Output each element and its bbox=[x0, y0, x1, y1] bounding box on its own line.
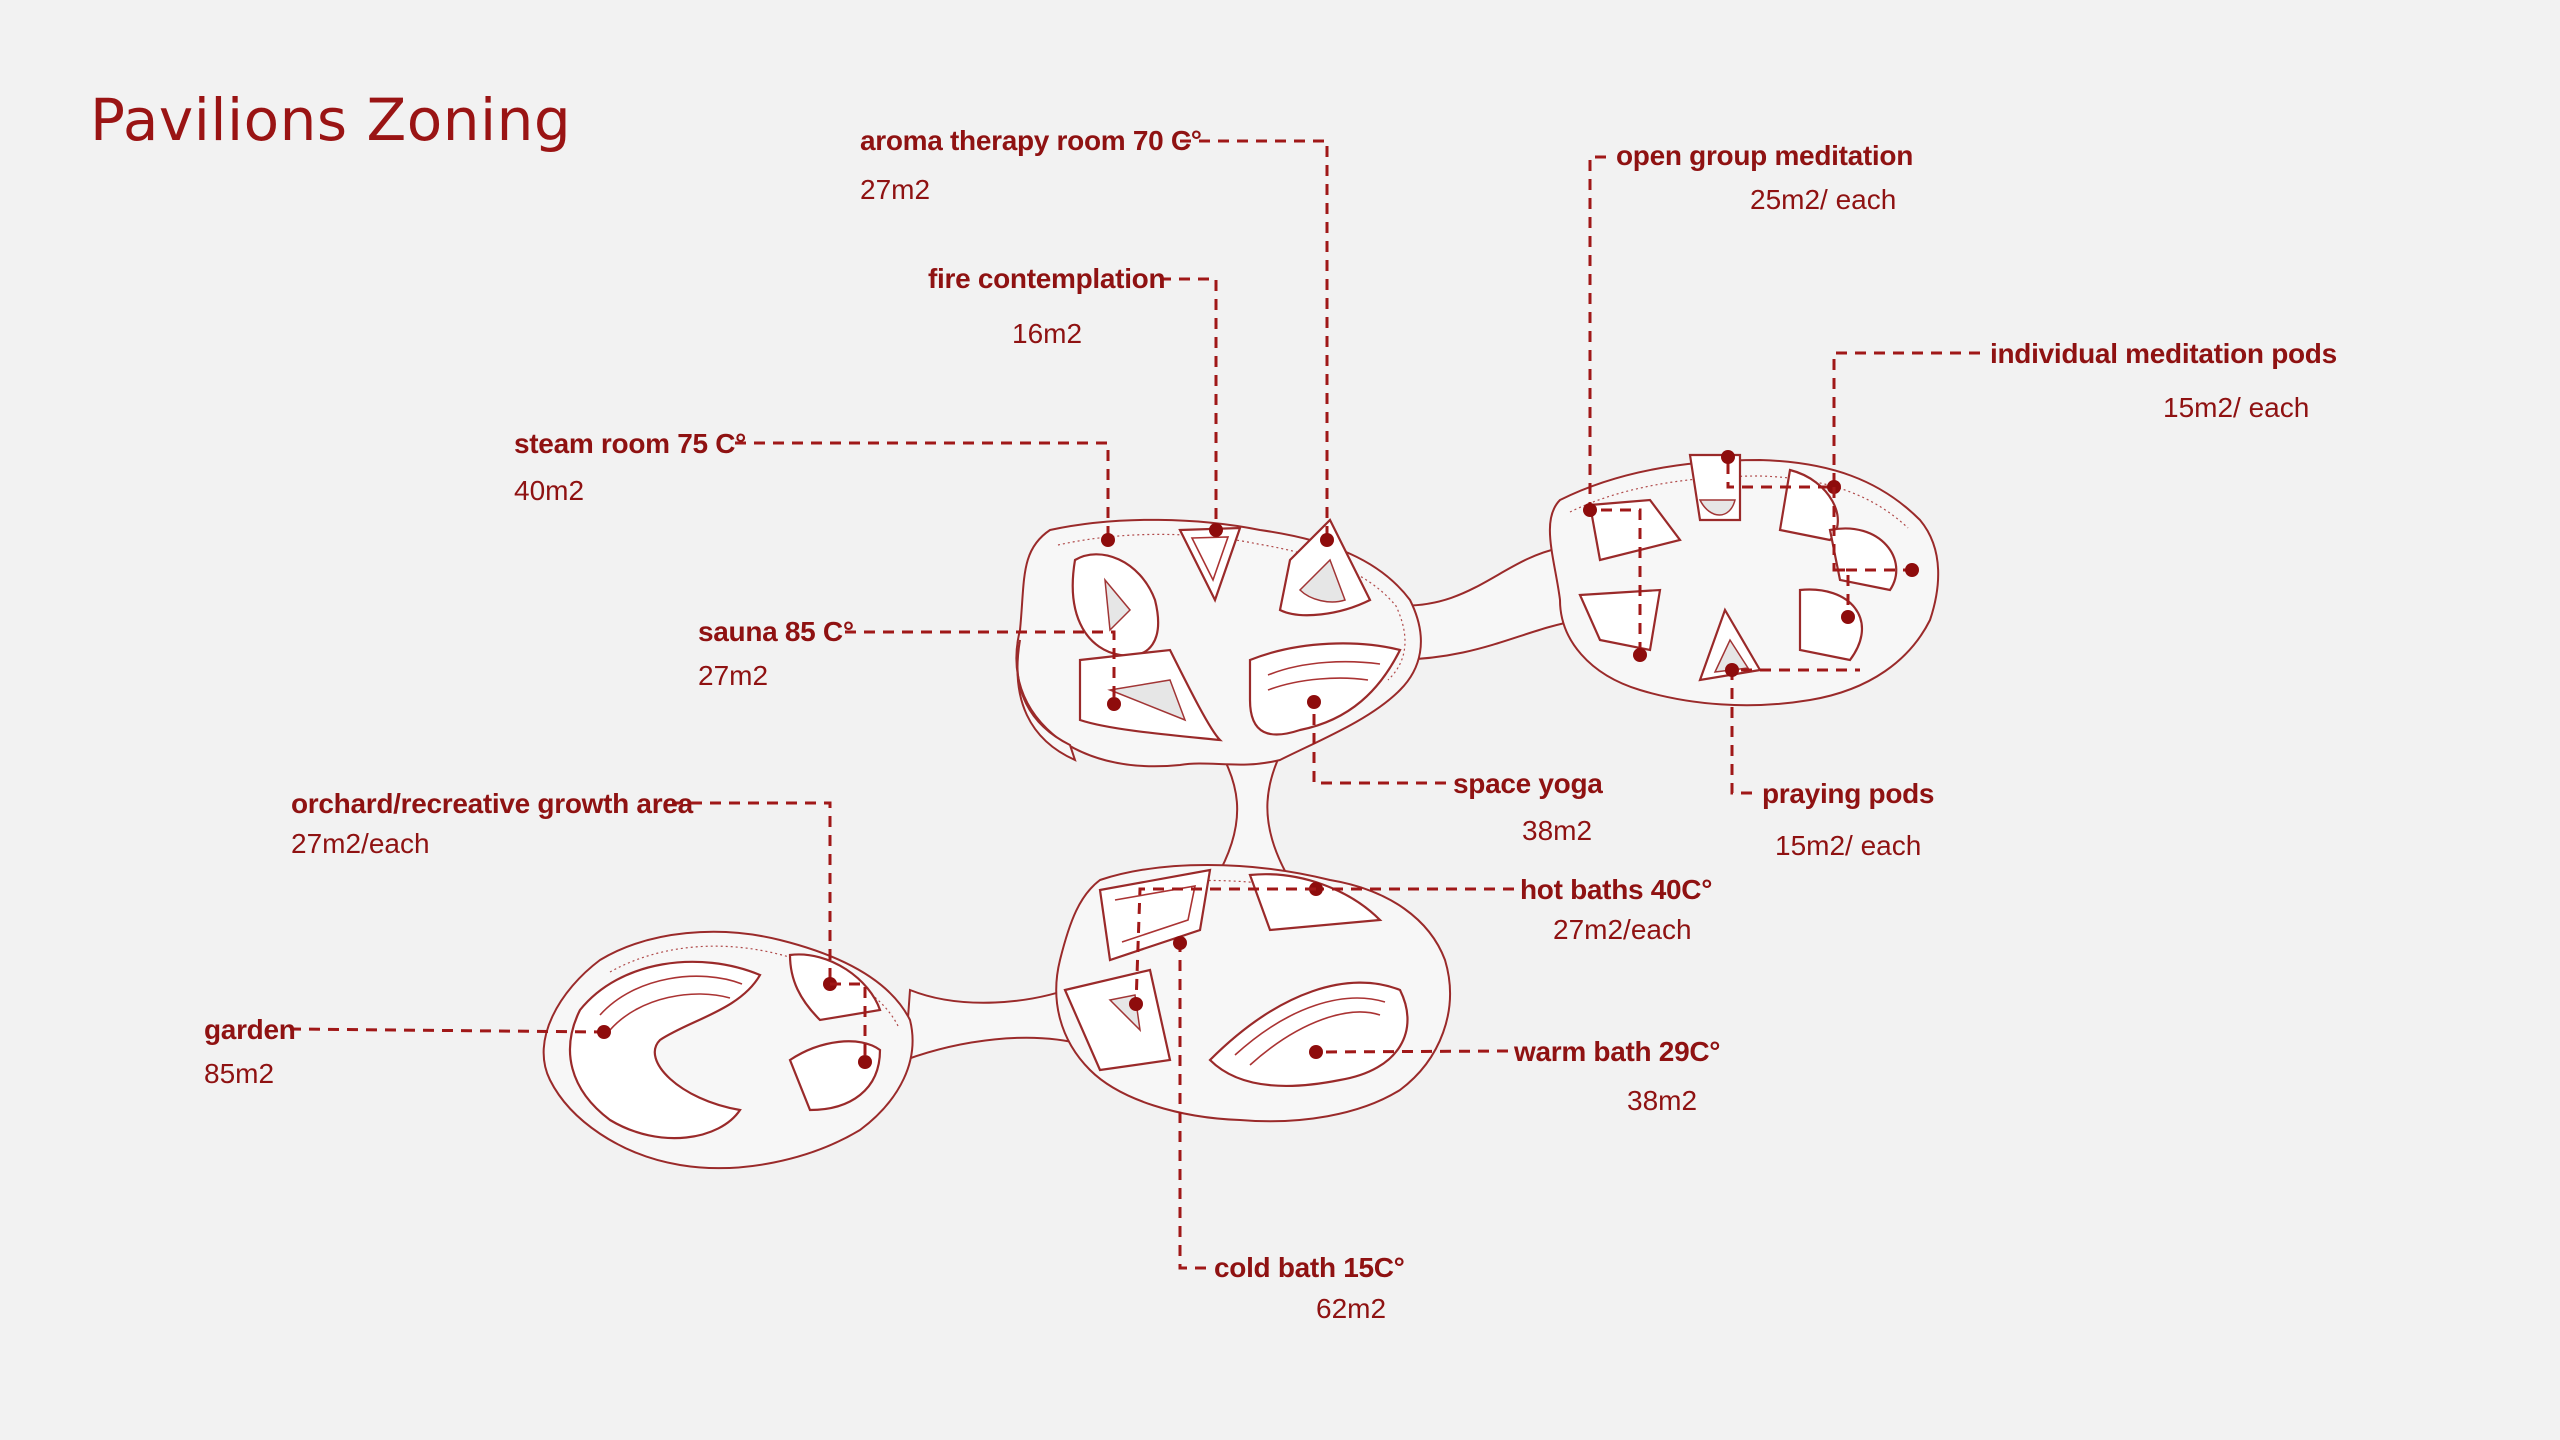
zone-area-garden: 85m2 bbox=[204, 1058, 275, 1089]
anchor-dot-fire bbox=[1209, 523, 1223, 537]
walkways bbox=[903, 546, 1582, 1062]
zone-label-spaceyoga: space yoga bbox=[1453, 768, 1603, 799]
leader-line-warmbath bbox=[1315, 1049, 1509, 1054]
zone-area-fire: 16m2 bbox=[1012, 318, 1083, 349]
anchor-dot-opengroup bbox=[1583, 503, 1597, 517]
zone-label-fire: fire contemplation bbox=[928, 263, 1166, 294]
page-title: Pavilions Zoning bbox=[90, 86, 572, 154]
zone-label-aroma: aroma therapy room 70 C° bbox=[860, 125, 1202, 156]
leader-line-aroma bbox=[1180, 139, 1329, 540]
pavilion-west bbox=[542, 930, 914, 1170]
anchor-dot-opengroup bbox=[1633, 648, 1647, 662]
leader-line-individual bbox=[1726, 351, 1980, 489]
zone-label-sauna: sauna 85 C° bbox=[698, 616, 854, 647]
leader-line-praying bbox=[1730, 668, 1860, 795]
leader-line-orchard bbox=[672, 801, 832, 984]
leader-line-orchard-b bbox=[830, 982, 867, 1062]
zone-label-opengroup: open group meditation bbox=[1616, 140, 1914, 171]
zone-label-individual: individual meditation pods bbox=[1990, 338, 2337, 369]
zone-label-hotbaths: hot baths 40C° bbox=[1520, 874, 1713, 905]
zone-area-praying: 15m2/ each bbox=[1775, 830, 1922, 861]
zone-area-opengroup: 25m2/ each bbox=[1750, 184, 1897, 215]
zone-area-spaceyoga: 38m2 bbox=[1522, 815, 1593, 846]
anchor-dot-warmbath bbox=[1309, 1045, 1323, 1059]
zone-label-warmbath: warm bath 29C° bbox=[1514, 1036, 1721, 1067]
zone-area-warmbath: 38m2 bbox=[1627, 1085, 1698, 1116]
zone-area-aroma: 27m2 bbox=[860, 174, 931, 205]
leader-line-spaceyoga bbox=[1312, 702, 1446, 785]
leader-line-garden bbox=[289, 1027, 605, 1034]
leader-line-individual-b bbox=[1832, 487, 1912, 572]
zone-label-coldbath: cold bath 15C° bbox=[1214, 1252, 1405, 1283]
zone-area-steam: 40m2 bbox=[514, 475, 585, 506]
pavilion-south bbox=[1055, 864, 1451, 1123]
leader-line-steam bbox=[735, 441, 1110, 540]
anchor-dot-orchard-b bbox=[858, 1055, 872, 1069]
anchor-dot-steam bbox=[1101, 533, 1115, 547]
zone-label-garden: garden bbox=[204, 1014, 296, 1045]
zone-area-coldbath: 62m2 bbox=[1316, 1293, 1387, 1324]
leader-line-opengroup bbox=[1588, 155, 1642, 655]
zone-area-sauna: 27m2 bbox=[698, 660, 769, 691]
anchor-dot-garden bbox=[597, 1025, 611, 1039]
zone-area-orchard: 27m2/each bbox=[291, 828, 430, 859]
anchor-dot-coldbath bbox=[1173, 936, 1187, 950]
anchor-dot-aroma bbox=[1320, 533, 1334, 547]
anchor-dot-sauna bbox=[1107, 697, 1121, 711]
anchor-dot-hotbaths-b bbox=[1129, 997, 1143, 1011]
leader-line-individual-c bbox=[1834, 568, 1850, 617]
leader-line-hotbaths-b bbox=[1134, 887, 1316, 1005]
anchor-dot-praying bbox=[1725, 663, 1739, 677]
anchor-dot-individual bbox=[1721, 450, 1735, 464]
zone-label-praying: praying pods bbox=[1762, 778, 1935, 809]
leader-line-fire bbox=[1160, 277, 1218, 530]
anchor-dot-individual-b bbox=[1905, 563, 1919, 577]
zone-label-steam: steam room 75 C° bbox=[514, 428, 747, 459]
pavilion-east bbox=[1548, 453, 1940, 707]
zone-area-individual: 15m2/ each bbox=[2163, 392, 2310, 423]
anchor-dot-spaceyoga bbox=[1307, 695, 1321, 709]
anchor-dot-individual-c bbox=[1841, 610, 1855, 624]
leader-line-coldbath bbox=[1178, 943, 1206, 1270]
zone-area-hotbaths: 27m2/each bbox=[1553, 914, 1692, 945]
leader-line-sauna bbox=[845, 630, 1116, 704]
zone-label-orchard: orchard/recreative growth area bbox=[291, 788, 693, 819]
